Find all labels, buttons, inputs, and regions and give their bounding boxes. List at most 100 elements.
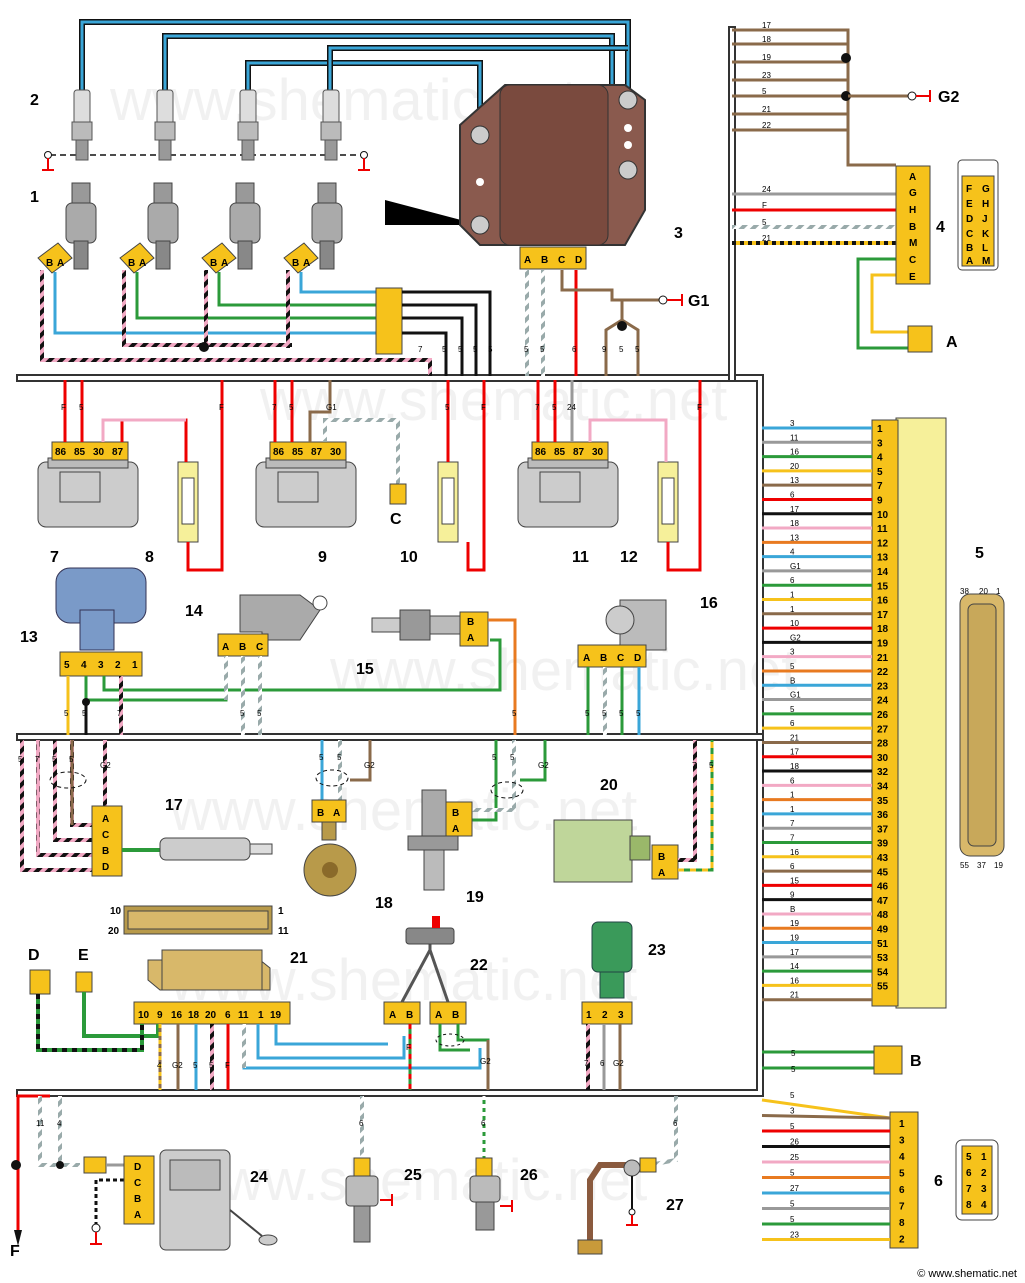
label-7: 7 bbox=[50, 549, 59, 566]
ecu-wire-label-10: 4 bbox=[790, 548, 795, 557]
ecu-wire-label-1: 3 bbox=[790, 419, 795, 428]
svg-text:B: B bbox=[46, 258, 53, 269]
s14-w1: 5 bbox=[240, 709, 245, 718]
s23-w3: G2 bbox=[613, 1059, 624, 1068]
s27-w: 6 bbox=[673, 1119, 678, 1128]
s14-pin-2: B bbox=[239, 642, 246, 653]
c6-wire-label-2: 3 bbox=[790, 1107, 795, 1116]
ecu-pin-24: 30 bbox=[877, 753, 889, 764]
s21-w5: F bbox=[225, 1061, 230, 1070]
c6-pin-7: 8 bbox=[899, 1218, 905, 1229]
connector-6-b bbox=[762, 1045, 999, 1249]
s21-w1: 4 bbox=[157, 1061, 162, 1070]
ecu-face-3: 1 bbox=[996, 587, 1001, 596]
s21-pin-1: 10 bbox=[138, 1010, 150, 1021]
inj-w5: 5 bbox=[488, 345, 493, 354]
s21-pin-6: 6 bbox=[225, 1010, 231, 1021]
ecu-pin-14: 17 bbox=[877, 610, 889, 621]
c6-wire-label-7: 27 bbox=[790, 1184, 799, 1193]
r11-pin-1: 86 bbox=[535, 447, 547, 458]
s21-face-1: 10 bbox=[110, 906, 122, 917]
s15-pin-2: A bbox=[467, 633, 474, 644]
s23-pin-1: 1 bbox=[586, 1010, 592, 1021]
label-c: C bbox=[390, 511, 402, 528]
ecu-wire-label-5: 13 bbox=[790, 476, 799, 485]
main-harness bbox=[16, 26, 764, 1097]
s23-w1: 7 bbox=[584, 1059, 589, 1068]
ecu-pin-39: 54 bbox=[877, 967, 889, 978]
ecu-wire-label-37: 19 bbox=[790, 934, 799, 943]
s17-w3: 5 bbox=[52, 755, 57, 764]
c4-face-8: K bbox=[982, 229, 990, 240]
s17-pin-3: B bbox=[102, 846, 109, 857]
c6-face-6: 3 bbox=[981, 1184, 987, 1195]
b-w2: 5 bbox=[791, 1065, 796, 1074]
r7-pin-2: 85 bbox=[74, 447, 86, 458]
ecu-pin-35: 48 bbox=[877, 910, 889, 921]
ecu-pin-38: 53 bbox=[877, 953, 889, 964]
r9-pin-1: 86 bbox=[273, 447, 285, 458]
c4-w2: F bbox=[762, 201, 767, 210]
c4-face-11: A bbox=[966, 256, 973, 267]
ecu-wire-label-9: 13 bbox=[790, 533, 799, 542]
label-15: 15 bbox=[356, 661, 374, 678]
s17-w5: G2 bbox=[100, 761, 111, 770]
ecu-wire-label-7: 17 bbox=[790, 505, 799, 514]
c6-wire-label-1: 5 bbox=[790, 1091, 795, 1100]
s16-w4: 5 bbox=[636, 709, 641, 718]
s24-w1: 11 bbox=[36, 1119, 45, 1128]
inj-w3: 5 bbox=[458, 345, 463, 354]
ecu-wire-label-15: 10 bbox=[790, 619, 799, 628]
s13-pin-3: 3 bbox=[98, 660, 104, 671]
c4-pin-3: H bbox=[909, 205, 916, 216]
s19-pin-2: A bbox=[452, 824, 459, 835]
c6-wire-label-4: 26 bbox=[790, 1138, 799, 1147]
svg-text:A: A bbox=[221, 258, 228, 269]
s21-pin-9: 19 bbox=[270, 1010, 282, 1021]
s21-face-2: 1 bbox=[278, 906, 284, 917]
ecu-wire-label-33: 15 bbox=[790, 876, 799, 885]
c6-face-8: 4 bbox=[981, 1200, 987, 1211]
label-1: 1 bbox=[30, 189, 39, 206]
ecu-pin-4: 5 bbox=[877, 467, 883, 478]
ecu-face-5: 37 bbox=[977, 861, 986, 870]
ecu-pin-37: 51 bbox=[877, 939, 889, 950]
r9-pin-3: 87 bbox=[311, 447, 323, 458]
c6-wire-label-5: 25 bbox=[790, 1153, 799, 1162]
ecu-wire-label-23: 21 bbox=[790, 733, 799, 742]
svg-text:A: A bbox=[303, 258, 310, 269]
r7-pin-1: 86 bbox=[55, 447, 67, 458]
svg-text:B: B bbox=[128, 258, 135, 269]
r11-w2: 5 bbox=[552, 403, 557, 412]
ecu-pin-16: 19 bbox=[877, 639, 889, 650]
ecu-wire-label-34: 9 bbox=[790, 891, 795, 900]
c6-wire-label-3: 5 bbox=[790, 1122, 795, 1131]
label-12: 12 bbox=[620, 549, 638, 566]
sensors-row-2 bbox=[20, 740, 714, 897]
s21-pin-4: 18 bbox=[188, 1010, 200, 1021]
ecu-wire-label-22: 6 bbox=[790, 719, 795, 728]
s22-pin-2: B bbox=[406, 1010, 413, 1021]
s14-w2: 5 bbox=[257, 709, 262, 718]
ecu-pin-23: 28 bbox=[877, 739, 889, 750]
ecu-pin-7: 10 bbox=[877, 510, 889, 521]
c6-wire-1 bbox=[761, 1098, 891, 1120]
c4-face-7: C bbox=[966, 229, 973, 240]
f8-w: F bbox=[219, 403, 224, 412]
ecu-wire-label-11: G1 bbox=[790, 562, 801, 571]
s17-w4: 5 bbox=[69, 755, 74, 764]
s24-pin-3: B bbox=[134, 1194, 141, 1205]
c6-face-7: 8 bbox=[966, 1200, 972, 1211]
ecu-wire-label-20: G1 bbox=[790, 691, 801, 700]
c4-w4: 21 bbox=[762, 234, 771, 243]
spark-plugs bbox=[42, 19, 631, 225]
c4-face-1: F bbox=[966, 184, 972, 195]
relays-fuses bbox=[37, 380, 702, 572]
s21-pin-5: 20 bbox=[205, 1010, 217, 1021]
ecu-wire-label-24: 17 bbox=[790, 748, 799, 757]
s20-pin-2: A bbox=[658, 868, 665, 879]
ecu-wire-label-17: 3 bbox=[790, 648, 795, 657]
connector-4 bbox=[732, 159, 999, 353]
ecu-wire-label-27: 1 bbox=[790, 791, 795, 800]
ecu-pin-31: 43 bbox=[877, 853, 889, 864]
